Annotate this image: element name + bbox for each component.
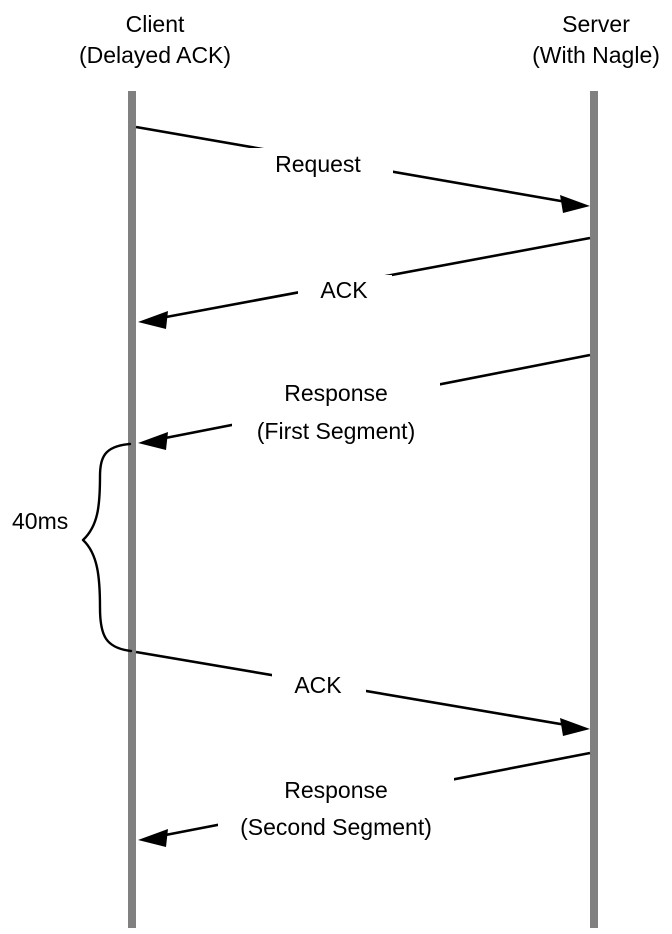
message-response-first-segment-label-mask: [232, 378, 440, 448]
message-ack-2-label-mask: [272, 670, 366, 704]
message-response-first-segment-label-line2: (First Segment): [257, 418, 415, 444]
participant-client-name-line2: (Delayed ACK): [79, 42, 231, 68]
annotation-delay-brace: 40ms: [12, 442, 133, 653]
message-ack-2: ACK: [135, 650, 590, 736]
message-request-label-mask: [245, 148, 393, 182]
message-response-second-segment-arrowhead: [138, 829, 168, 847]
message-ack-2-label: ACK: [294, 672, 342, 698]
message-request: Request: [135, 125, 590, 213]
message-ack-2-arrowhead: [560, 718, 590, 736]
message-request-arrowhead: [560, 195, 590, 213]
participant-header-server: Server (With Nagle): [532, 11, 660, 68]
message-ack-1-arrowhead: [138, 311, 168, 329]
message-response-first-segment-arrowhead: [138, 432, 168, 450]
participant-client-name-line1: Client: [126, 11, 185, 37]
message-response-second-segment: Response (Second Segment): [138, 751, 591, 847]
message-response-first-segment: Response (First Segment): [138, 353, 591, 450]
message-ack-1: ACK: [138, 236, 591, 329]
participant-server-name-line1: Server: [562, 11, 630, 37]
participant-server-name-line2: (With Nagle): [532, 42, 660, 68]
message-response-second-segment-label-line1: Response: [284, 777, 388, 803]
participant-header-client: Client (Delayed ACK): [79, 11, 231, 68]
annotation-delay-label: 40ms: [12, 508, 68, 534]
message-ack-1-label-mask: [298, 275, 392, 309]
message-response-first-segment-label-line1: Response: [284, 380, 388, 406]
message-ack-1-label: ACK: [320, 277, 368, 303]
message-response-second-segment-label-line2: (Second Segment): [240, 814, 432, 840]
message-request-label: Request: [275, 151, 361, 177]
brace-shape: [81, 442, 133, 653]
message-response-second-segment-label-mask: [218, 775, 454, 843]
